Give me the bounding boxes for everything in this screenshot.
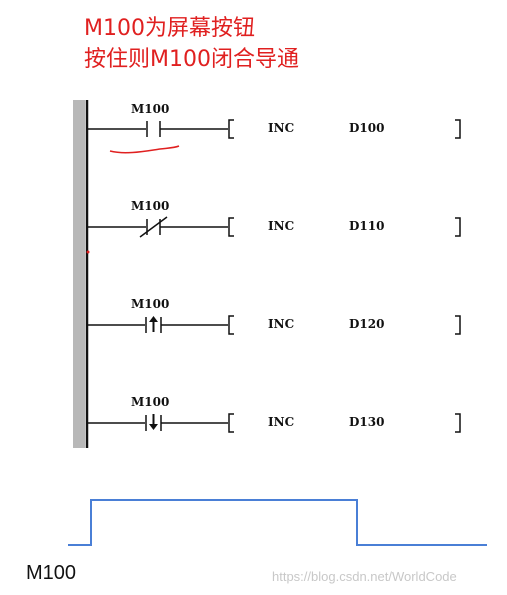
rung-3-bracket-open	[228, 315, 234, 335]
waveform-label: M100	[26, 562, 77, 584]
rail-marker-dot	[86, 250, 90, 254]
rung-1-contact-label: M100	[131, 102, 169, 116]
rung-3-operand: D120	[349, 317, 384, 331]
annotation-line-2: 按住则M100闭合导通	[84, 47, 299, 72]
m100-timing-waveform	[68, 499, 487, 546]
rung-2-contact-label: M100	[131, 199, 169, 213]
rung-2: M100 INC D110	[87, 199, 461, 238]
rung-2-bracket-close	[455, 217, 461, 237]
rung-1-instruction: INC	[268, 121, 294, 135]
power-rail-shadow	[73, 100, 85, 448]
rung-2-contact-normally-closed-icon	[87, 216, 228, 238]
rung-3-bracket-close	[455, 315, 461, 335]
watermark-text: https://blog.csdn.net/WorldCode	[272, 569, 457, 584]
rung-2-bracket-open	[228, 217, 234, 237]
rung-3-contact-label: M100	[131, 297, 169, 311]
rung-1: M100 INC D100	[87, 102, 461, 154]
rung-2-instruction: INC	[268, 219, 294, 233]
rung-1-bracket-open	[228, 119, 234, 139]
rung-2-operand: D110	[349, 219, 384, 233]
annotation-line-1: M100为屏幕按钮	[84, 16, 255, 41]
rung-4-instruction: INC	[268, 415, 294, 429]
rung-1-operand: D100	[349, 121, 384, 135]
rung-1-bracket-close	[455, 119, 461, 139]
rung-3-contact-rising-edge-icon	[87, 316, 228, 333]
rung-4-contact-label: M100	[131, 395, 169, 409]
rung-4-operand: D130	[349, 415, 384, 429]
rung-4-bracket-close	[455, 413, 461, 433]
rung-4-bracket-open	[228, 413, 234, 433]
red-underline-mark	[109, 145, 180, 154]
rung-3: M100 INC D120	[87, 297, 461, 335]
rung-4: M100 INC D130	[87, 395, 461, 433]
rung-1-contact-normally-open-icon	[87, 121, 228, 137]
rung-3-instruction: INC	[268, 317, 294, 331]
rung-4-contact-falling-edge-icon	[87, 414, 228, 431]
